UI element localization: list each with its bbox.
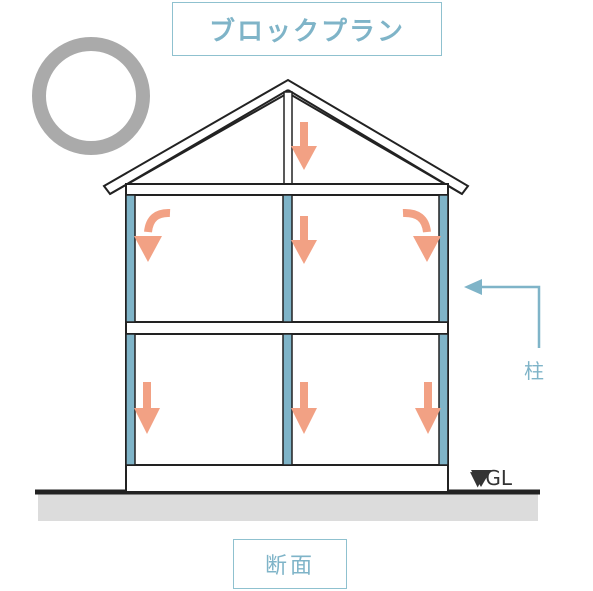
down-arrow-icon [291, 122, 317, 170]
section-box: 断面 [233, 539, 347, 589]
down-arrow-icon [134, 382, 160, 434]
load-arrows [134, 122, 441, 434]
page-title: ブロックプラン [208, 16, 405, 47]
roof [102, 78, 470, 196]
pillar [125, 194, 136, 323]
pillar [438, 333, 449, 466]
gl-triangle-icon [471, 470, 491, 487]
title-box: ブロックプラン [172, 2, 442, 56]
pillar [125, 333, 136, 466]
top-beam [125, 183, 449, 196]
pillar [438, 194, 449, 323]
pillar-label: 柱 [524, 359, 544, 383]
floor-beam [125, 321, 449, 335]
curved-arrow-icon [402, 208, 441, 262]
down-arrow-icon [415, 382, 441, 434]
curved-arrow-icon [134, 208, 171, 262]
pillar [282, 194, 293, 323]
pointer-arrow-icon [464, 279, 541, 348]
ground [38, 493, 538, 521]
down-arrow-icon [291, 216, 317, 264]
foundation [125, 464, 449, 493]
down-arrow-icon [291, 382, 317, 434]
pillar [282, 333, 293, 466]
pillars [125, 194, 449, 466]
ground-level-label: ▼GL [470, 466, 513, 490]
circle-mark-icon [32, 37, 150, 155]
section-label: 断面 [264, 554, 315, 579]
